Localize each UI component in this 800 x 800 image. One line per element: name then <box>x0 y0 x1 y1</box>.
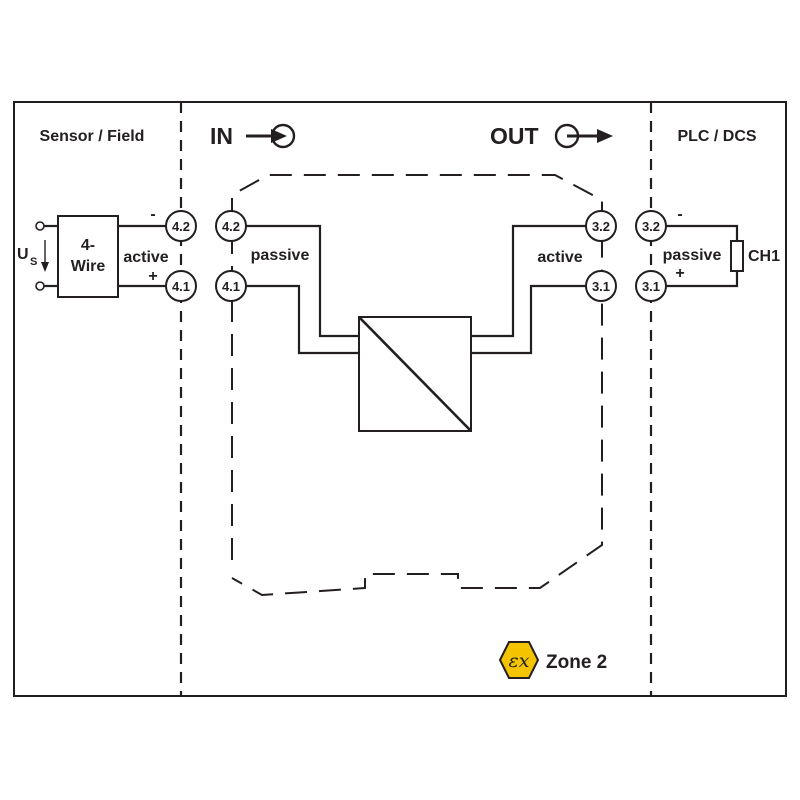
terminal-label: 3.2 <box>642 219 660 234</box>
load-resistor <box>730 240 744 272</box>
output-wire-bottom <box>471 284 586 355</box>
sensor-mode-label: active <box>123 249 168 266</box>
plc-mode-label: passive <box>663 247 722 264</box>
terminal-label: 4.1 <box>222 279 240 294</box>
zone-title-sensor-field: Sensor / Field <box>40 128 145 145</box>
terminal-plc-3-2: 3.2 <box>635 210 667 242</box>
terminal-out-3-2: 3.2 <box>585 210 617 242</box>
terminal-field-4-1: 4.1 <box>165 270 197 302</box>
terminal-in-4-1: 4.1 <box>215 270 247 302</box>
ex-hexagon-icon: εx <box>498 641 540 679</box>
load-label: CH1 <box>748 248 780 265</box>
sensor-box-label-line2: Wire <box>71 258 106 275</box>
sensor-minus-sign: - <box>150 206 155 223</box>
input-wire-top <box>246 224 359 338</box>
zone-label: Zone 2 <box>546 652 607 673</box>
svg-text:εx: εx <box>509 650 530 672</box>
sensor-box-label-line1: 4- <box>81 237 95 254</box>
supply-arrow-icon <box>41 240 49 272</box>
terminal-label: 4.2 <box>222 219 240 234</box>
terminal-out-3-1: 3.1 <box>585 270 617 302</box>
terminal-label: 3.2 <box>592 219 610 234</box>
output-wire-top <box>471 224 586 338</box>
terminal-plc-3-1: 3.1 <box>635 270 667 302</box>
terminal-label: 4.2 <box>172 219 190 234</box>
output-arrow-icon <box>554 123 613 149</box>
plc-wire-top <box>665 224 739 241</box>
terminal-in-4-2: 4.2 <box>215 210 247 242</box>
plc-minus-sign: - <box>677 206 682 223</box>
supply-terminal-bottom <box>35 281 45 291</box>
zone-title-plc-dcs: PLC / DCS <box>677 128 756 145</box>
sensor-4-wire-box <box>57 215 119 298</box>
module-input-mode-label: passive <box>251 247 310 264</box>
in-label: IN <box>210 123 233 149</box>
supply-voltage-label: U <box>17 246 29 263</box>
sensor-plus-sign: + <box>148 268 157 285</box>
terminal-label: 3.1 <box>642 279 660 294</box>
input-arrow-icon <box>246 123 296 149</box>
diagram-frame <box>13 101 787 697</box>
supply-voltage-subscript: S <box>30 256 37 268</box>
out-label: OUT <box>490 123 539 149</box>
terminal-label: 4.1 <box>172 279 190 294</box>
supply-terminal-top <box>35 221 45 231</box>
converter-diagonal <box>358 316 472 432</box>
module-housing-outline <box>231 174 603 597</box>
plc-wire-bottom <box>665 271 739 288</box>
terminal-label: 3.1 <box>592 279 610 294</box>
plc-plus-sign: + <box>675 265 684 282</box>
module-output-mode-label: active <box>537 249 582 266</box>
input-wire-bottom <box>246 284 359 355</box>
terminal-field-4-2: 4.2 <box>165 210 197 242</box>
